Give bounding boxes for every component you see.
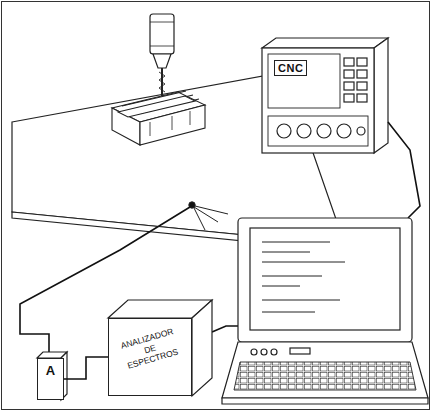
cnc-controller-part	[262, 38, 388, 48]
cnc-controller-part	[262, 48, 374, 153]
cnc-controller-part	[344, 82, 354, 90]
laptop-part	[251, 349, 257, 355]
vise-part	[118, 96, 195, 117]
spindle-part	[159, 72, 165, 92]
laptop-part	[261, 349, 267, 355]
laptop-part	[271, 349, 277, 355]
sensor	[189, 202, 228, 230]
spindle-part	[153, 54, 171, 68]
cnc-controller-part	[344, 58, 354, 66]
cnc-controller-part	[374, 38, 388, 153]
cnc-controller-part	[297, 124, 311, 138]
cnc-display: CNC	[270, 56, 338, 106]
analyzer-housing	[108, 300, 212, 396]
cnc-controller	[262, 38, 388, 153]
vise	[112, 91, 205, 145]
laptop	[222, 218, 428, 404]
cnc-controller-part	[268, 54, 340, 108]
label-text: CNC	[274, 60, 307, 76]
wires	[20, 122, 420, 358]
amplifier-housing	[37, 352, 67, 400]
analyzer-housing-part	[192, 300, 212, 396]
spindle-part	[150, 14, 174, 54]
sensor-part	[194, 206, 228, 230]
cnc-controller-part	[337, 124, 351, 138]
label-text: ANALIZADOR DE ESPECTROS	[116, 325, 184, 373]
amplifier-box: A	[37, 358, 64, 400]
cnc-controller-part	[344, 70, 354, 78]
cnc-controller-part	[268, 116, 368, 146]
laptop-part	[238, 218, 412, 342]
cnc-controller-part	[357, 94, 367, 102]
laptop-part	[222, 398, 428, 404]
cnc-controller-part	[357, 82, 367, 90]
signal-wire	[64, 357, 108, 379]
spindle-part	[150, 22, 174, 46]
laptop-part	[222, 342, 428, 398]
wires-part	[388, 122, 420, 218]
cnc-controller-part	[344, 94, 354, 102]
vise-part	[150, 111, 190, 136]
laptop-part	[262, 242, 345, 312]
cnc-controller-part	[357, 127, 365, 135]
cnc-controller-part	[277, 124, 291, 138]
cnc-controller-part	[317, 124, 331, 138]
wires-part	[212, 326, 238, 332]
spectrum-analyzer-box: ANALIZADOR DE ESPECTROS	[108, 318, 192, 396]
cnc-controller-part	[357, 70, 367, 78]
laptop-part	[234, 362, 416, 390]
laptop-part	[290, 348, 310, 354]
cnc-controller-part	[357, 58, 367, 66]
laptop-part	[250, 228, 400, 330]
label-text: A	[38, 363, 63, 378]
spindle	[150, 14, 174, 96]
